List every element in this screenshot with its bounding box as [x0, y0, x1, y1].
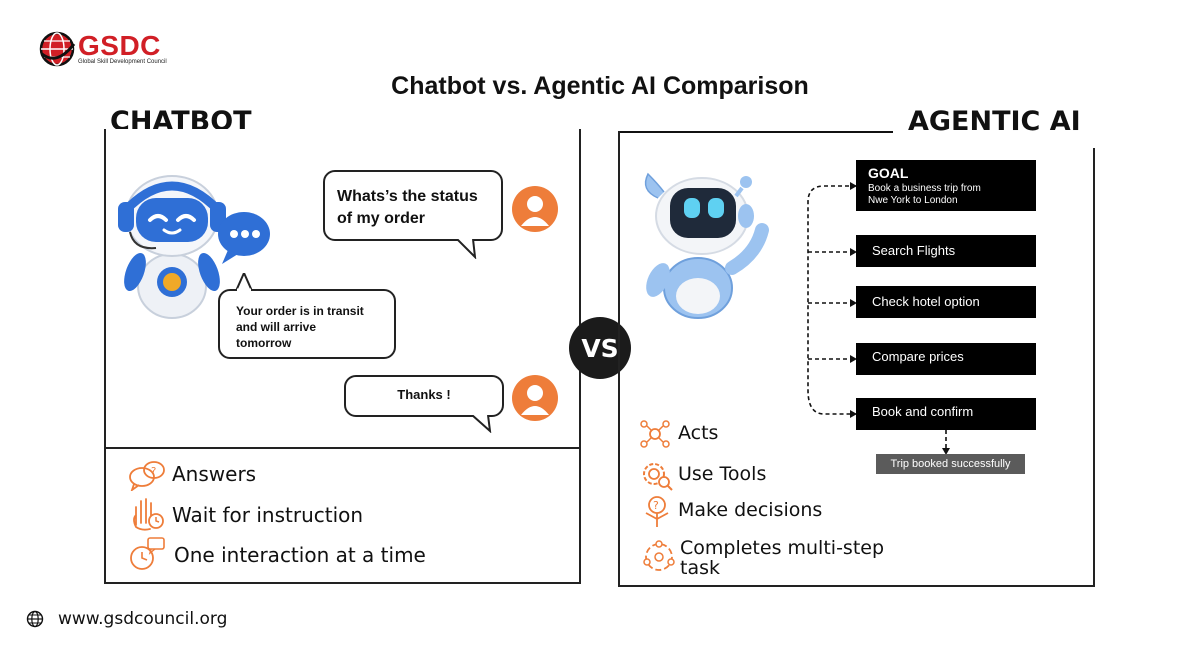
speech-bubbles-icon: ?: [129, 461, 165, 491]
user-avatar: [512, 186, 558, 232]
agentic-heading: AGENTIC AI: [908, 106, 1081, 137]
network-gear-icon: [640, 420, 670, 448]
question-decision-icon: ?: [645, 496, 669, 527]
result-badge: Trip booked successfully: [876, 454, 1025, 474]
bubble-tail-1: [456, 239, 477, 259]
feature-use-tools: Use Tools: [678, 463, 767, 485]
gear-search-icon: [643, 463, 673, 491]
bot-reply-line-1: Your order is in transit: [236, 304, 364, 318]
svg-text:?: ?: [151, 466, 156, 477]
agentic-robot-icon: [644, 172, 769, 319]
globe-logo-icon: [39, 31, 76, 67]
step-check-hotel: Check hotel option: [856, 286, 1036, 318]
bubble-tail-bot: [235, 273, 253, 291]
step-label-1: Search Flights: [872, 243, 956, 258]
user-message-1-line-2: of my order: [337, 210, 426, 227]
user-message-bubble-2: Thanks !: [344, 375, 504, 417]
chatbot-robot-icon: [118, 175, 270, 319]
step-compare-prices: Compare prices: [856, 343, 1036, 375]
user-message-1-line-1: Whats’s the status: [337, 188, 478, 205]
feature-multistep-line-2: task: [680, 557, 720, 579]
feature-one-interaction: One interaction at a time: [174, 543, 426, 567]
logo-text: GSDC: [78, 30, 161, 61]
feature-wait-for-instruction: Wait for instruction: [172, 503, 364, 527]
bot-reply-bubble: Your order is in transit and will arrive…: [218, 289, 396, 359]
step-label-4: Book and confirm: [872, 404, 974, 419]
agentic-panel-left-border: [618, 131, 620, 587]
gsdc-logo: GSDC Global Skill Development Council: [38, 28, 178, 72]
feature-answers: Answers: [172, 462, 257, 486]
bot-reply-line-3: tomorrow: [236, 336, 292, 350]
step-book-confirm: Book and confirm: [856, 398, 1036, 430]
feature-multistep-line-1: Completes multi-step: [680, 537, 885, 559]
cycle-steps-icon: [643, 540, 675, 571]
hand-clock-icon: [133, 498, 164, 531]
goal-box: GOAL Book a business trip from Nwe York …: [856, 160, 1036, 211]
user-icon: [521, 196, 549, 226]
svg-text:?: ?: [653, 499, 659, 512]
step-label-3: Compare prices: [872, 349, 964, 364]
page-title: Chatbot vs. Agentic AI Comparison: [391, 72, 809, 100]
agentic-panel-bottom-border: [618, 585, 1095, 587]
user-icon-2: [521, 385, 549, 415]
step-search-flights: Search Flights: [856, 235, 1036, 267]
feature-acts: Acts: [678, 422, 719, 444]
goal-text-line-2: Nwe York to London: [868, 195, 958, 206]
chatbot-features-panel: [104, 447, 581, 584]
agentic-panel-right-border: [1093, 148, 1095, 587]
agentic-heading-rule: [619, 131, 893, 133]
workflow-connector-lines: [807, 182, 950, 455]
bot-reply-line-2: and will arrive: [236, 320, 317, 334]
feature-make-decisions: Make decisions: [678, 499, 823, 521]
user-avatar-2: [512, 375, 558, 421]
footer-url-link[interactable]: www.gsdcouncil.org: [58, 609, 228, 629]
logo-subtitle: Global Skill Development Council: [78, 59, 167, 65]
user-message-2: Thanks !: [397, 387, 451, 402]
user-message-bubble-1: Whats’s the status of my order: [323, 170, 503, 241]
step-label-2: Check hotel option: [872, 294, 980, 309]
vs-badge: VS: [569, 317, 631, 379]
bubble-tail-2: [471, 415, 492, 433]
goal-label: GOAL: [868, 165, 909, 181]
globe-icon: [26, 610, 44, 628]
clock-chat-icon: [130, 537, 165, 570]
goal-text-line-1: Book a business trip from: [868, 183, 981, 194]
